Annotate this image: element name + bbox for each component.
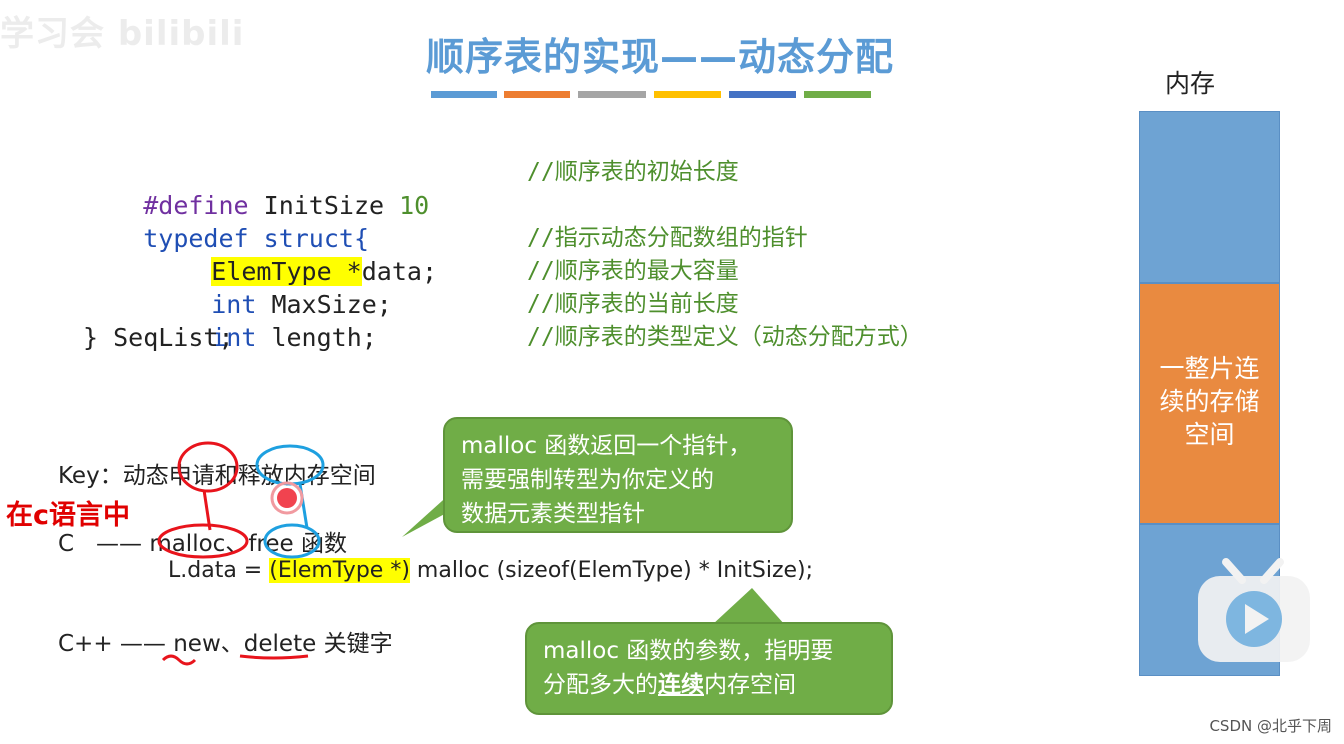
key-shen: 申 <box>168 463 192 489</box>
cpp-delete: delete <box>243 631 317 657</box>
code-comment-6: //顺序表的类型定义（动态分配方式） <box>527 324 923 350</box>
ldata-rest: malloc (sizeof(ElemType) * InitSize); <box>416 558 814 583</box>
key-shifang: 释放 <box>237 463 284 489</box>
key-rest: 内存空间 <box>283 463 376 489</box>
callout-line: 数据元素类型指针 <box>461 501 645 527</box>
code-identifier: InitSize <box>263 191 385 220</box>
play-icon[interactable] <box>1192 548 1316 668</box>
memory-block-label: 一整片连 续的存储 空间 <box>1139 352 1280 451</box>
memory-label-line: 续的存储 <box>1159 387 1260 416</box>
code-comment-4: //顺序表的最大容量 <box>527 258 739 284</box>
key-prefix: Key：动态 <box>58 463 169 489</box>
stripe-5 <box>729 91 796 98</box>
memory-label-line: 空间 <box>1184 420 1235 449</box>
callout-malloc-return: malloc 函数返回一个指针， 需要强制转型为你定义的 数据元素类型指针 <box>443 417 793 533</box>
cpp-prefix: C++ —— <box>58 631 166 657</box>
memory-label: 内存 <box>1165 69 1216 98</box>
code-line-define: #define InitSize 10 <box>83 156 429 220</box>
ldata-line: L.data = (ElemType *) malloc (sizeof(Ele… <box>168 558 813 583</box>
code-line-data: ElemType *data; <box>151 222 437 286</box>
code-line-length: int length; <box>151 288 377 352</box>
c-prefix: C —— <box>58 531 142 557</box>
footer-credit: CSDN @北乎下周 <box>1209 717 1332 735</box>
stripe-1 <box>431 91 497 98</box>
key-line: Key：动态申请和释放内存空间 <box>58 456 376 490</box>
slide-title: 顺序表的实现——动态分配 <box>425 35 894 79</box>
pointer-dot <box>277 488 297 508</box>
handwritten-note: 在c语言中 <box>6 500 131 531</box>
code-keyword: typedef <box>143 224 249 253</box>
cpp-new: new <box>173 631 221 657</box>
callout-line: 需要强制转型为你定义的 <box>461 467 714 493</box>
code-comment-3: //指示动态分配数组的指针 <box>527 225 808 251</box>
memory-label-line: 一整片连 <box>1159 354 1260 383</box>
code-keyword: int <box>211 290 257 319</box>
code-keyword: struct{ <box>263 224 369 253</box>
bubble-bottom-tail <box>712 588 785 625</box>
cpp-sep: 、 <box>220 631 244 657</box>
code-keyword: int <box>211 323 257 352</box>
callout-line: 分配多大的连续内存空间 <box>543 668 875 702</box>
ldata-prefix: L.data = <box>168 558 263 583</box>
callout-line: malloc 函数返回一个指针， <box>461 433 752 459</box>
code-identifier: length; <box>271 323 377 352</box>
memory-block-top <box>1139 111 1280 283</box>
stripe-6 <box>804 91 871 98</box>
code-comment-5: //顺序表的当前长度 <box>527 291 739 317</box>
stripe-2 <box>504 91 570 98</box>
callout-underlined: 连续 <box>658 672 704 698</box>
code-identifier: data; <box>361 257 437 286</box>
c-free: free <box>248 531 294 557</box>
code-identifier: MaxSize; <box>271 290 392 319</box>
callout-text: 内存空间 <box>704 672 796 698</box>
memory-block-allocated <box>1139 283 1280 524</box>
c-line: C —— malloc、free 函数 <box>58 524 347 558</box>
code-number: 10 <box>399 191 430 220</box>
stripe-3 <box>578 91 646 98</box>
callout-text: 分配多大的 <box>543 672 658 698</box>
watermark: 学习会 bilibili <box>0 14 245 54</box>
stripe-4 <box>654 91 721 98</box>
c-sep: 、 <box>225 531 249 557</box>
key-qing: 请和 <box>191 463 238 489</box>
callout-malloc-param: malloc 函数的参数，指明要 分配多大的连续内存空间 <box>525 622 893 715</box>
code-line-typedef: typedef struct{ <box>83 189 369 253</box>
cpp-line: C++ —— new、delete 关键字 <box>58 624 393 658</box>
code-comment-1: //顺序表的初始长度 <box>527 159 739 185</box>
code-line-maxsize: int MaxSize; <box>151 255 392 319</box>
cpp-suffix: 关键字 <box>323 631 393 657</box>
code-keyword: #define <box>143 191 249 220</box>
c-suffix: 函数 <box>300 531 347 557</box>
blue-connector <box>298 483 309 529</box>
code-line-seqlist: } SeqList; <box>83 323 234 352</box>
c-malloc: malloc <box>149 531 226 557</box>
code-highlight: ElemType * <box>211 257 362 286</box>
callout-line: malloc 函数的参数，指明要 <box>543 638 834 664</box>
ldata-cast: (ElemType *) <box>269 558 410 583</box>
